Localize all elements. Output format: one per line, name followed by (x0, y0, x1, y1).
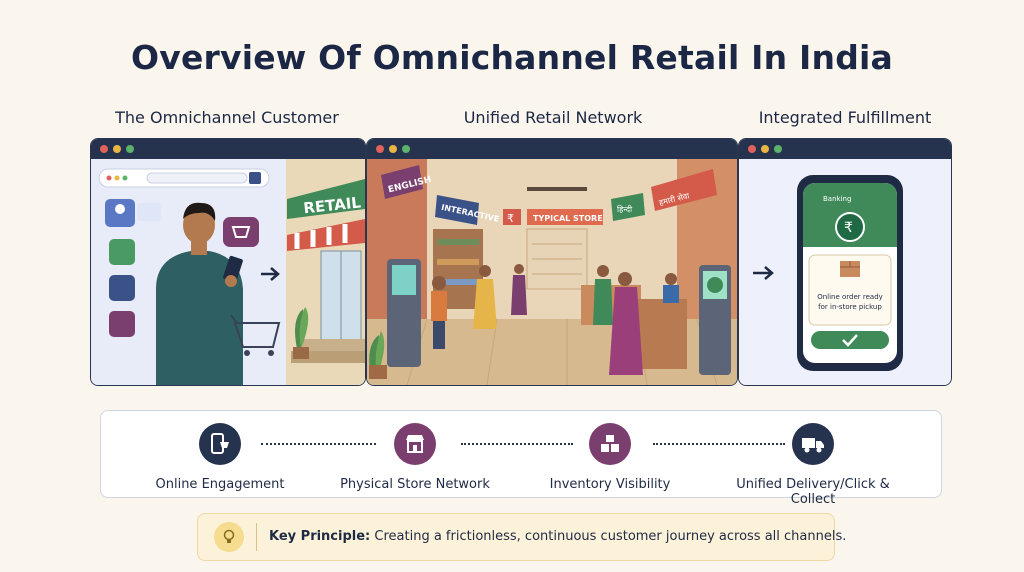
window-dot (748, 145, 756, 153)
divider (256, 523, 257, 551)
journey-steps: Online Engagement Physical Store Network… (100, 410, 942, 507)
store-sign-typical: TYPICAL STORE (533, 214, 603, 223)
panel-title-fulfillment: Integrated Fulfillment (758, 108, 932, 127)
window-titlebar (367, 139, 737, 159)
boxes-icon (589, 423, 631, 465)
step-online-engagement: Online Engagement (135, 423, 305, 492)
window-dot (402, 145, 410, 153)
step-label: Inventory Visibility (549, 477, 671, 492)
page-title: Overview Of Omnichannel Retail In India (130, 38, 893, 77)
window-dot (389, 145, 397, 153)
key-principle-box: Key Principle: Creating a frictionless, … (197, 513, 846, 561)
dotted-connector (653, 443, 785, 445)
mobile-cart-icon (199, 423, 241, 465)
window-dot (113, 145, 121, 153)
step-label: Physical Store Network (340, 477, 490, 492)
fulfillment-panel: Banking ₹ Online order ready for in-stor… (738, 138, 952, 386)
window-titlebar (91, 139, 365, 159)
customer-illustration: RETAIL (91, 159, 365, 385)
key-principle-text: Key Principle: Creating a frictionless, … (269, 529, 846, 544)
panel-title-network: Unified Retail Network (463, 108, 643, 127)
step-label: Unified Delivery/Click & Collect (736, 477, 890, 507)
step-unified-delivery: Unified Delivery/Click & Collect (713, 423, 913, 507)
retail-sign: RETAIL (302, 193, 362, 217)
key-principle-label: Key Principle: (269, 529, 371, 544)
store-sign-hindi: हिन्दी (617, 204, 633, 214)
customer-panel: RETAIL (90, 138, 366, 386)
panel-title-customer: The Omnichannel Customer (115, 108, 339, 127)
rupee-icon: ₹ (844, 220, 853, 236)
window-dot (126, 145, 134, 153)
step-label: Online Engagement (155, 477, 285, 492)
network-panel: ENGLISH INTERACTIVE ₹ TYPICAL STORE हिन्… (366, 138, 738, 386)
step-inventory-visibility: Inventory Visibility (525, 423, 695, 492)
window-dot (761, 145, 769, 153)
window-dot (774, 145, 782, 153)
dotted-connector (461, 443, 573, 445)
storefront-icon (394, 423, 436, 465)
window-dot (100, 145, 108, 153)
pickup-notice-line2: for in-store pickup (818, 303, 882, 311)
step-physical-store: Physical Store Network (330, 423, 500, 492)
phone-header: Banking (823, 195, 851, 203)
lightbulb-icon (214, 522, 244, 552)
dotted-connector (261, 443, 376, 445)
pickup-notice-line1: Online order ready (817, 293, 883, 301)
window-dot (376, 145, 384, 153)
window-titlebar (739, 139, 951, 159)
phone-illustration: Banking ₹ Online order ready for in-stor… (739, 159, 951, 385)
delivery-truck-icon (792, 423, 834, 465)
store-illustration: ENGLISH INTERACTIVE ₹ TYPICAL STORE हिन्… (367, 159, 737, 385)
store-sign-rupee: ₹ (507, 212, 514, 225)
key-principle-body: Creating a frictionless, continuous cust… (370, 529, 847, 544)
